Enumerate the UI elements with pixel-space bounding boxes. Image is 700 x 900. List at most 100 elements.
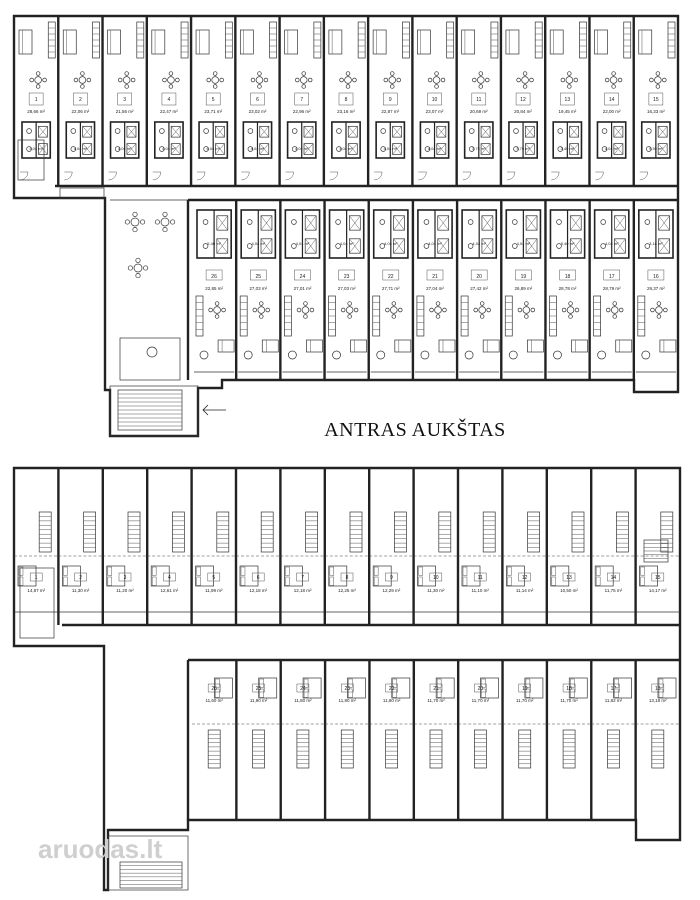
unit-number: 13: [565, 97, 571, 103]
sofa-icon: [239, 29, 254, 55]
kitchen-counter-icon: [593, 295, 601, 337]
unit-label-box: [163, 572, 176, 582]
stairs-icon: [252, 729, 265, 769]
mezzanine-unit: 511,99 m²: [190, 468, 236, 625]
bathroom-area: 5,40 m²: [561, 241, 575, 246]
floor-title: ANTRAS AUKŠTAS: [324, 417, 506, 441]
bathroom-area: 3,75 m²: [516, 146, 530, 151]
apartment-unit: 128,66 m²4,04 m²: [18, 21, 56, 181]
unit-area: 29,37 m²: [647, 286, 665, 291]
bathroom-block: [372, 209, 409, 259]
bed-icon: [258, 677, 278, 699]
shower-icon: [481, 238, 494, 254]
building-outline: [12, 466, 682, 892]
bathroom-area: 4,04 m²: [251, 241, 265, 246]
unit-area: 11,80 m²: [339, 698, 357, 703]
unit-number: 11: [476, 97, 481, 103]
unit-area: 13,18 m²: [649, 698, 667, 703]
unit-area: 23,71 m²: [204, 109, 222, 114]
sofa-icon: [306, 339, 323, 353]
shower-icon: [658, 215, 670, 231]
unit-area: 12,61 m²: [161, 588, 179, 593]
unit-label-box: [117, 92, 132, 106]
sofa-icon: [350, 339, 367, 353]
sofa-icon: [417, 29, 431, 55]
unit-label-box: [518, 572, 531, 582]
unit-label-box: [429, 572, 443, 582]
bathroom-block: [461, 209, 498, 259]
sofa-icon: [328, 29, 343, 55]
unit-label-box: [28, 92, 44, 106]
kitchen-counter-icon: [269, 21, 277, 59]
table-chairs-icon: [649, 71, 667, 89]
table-chairs-icon: [206, 71, 224, 89]
sofa-icon: [18, 29, 33, 55]
unit-number: 10: [433, 575, 439, 581]
unit-label-box: [296, 572, 309, 582]
toilet-icon: [467, 219, 474, 225]
shower-icon: [349, 238, 361, 254]
unit-label-box: [383, 92, 398, 106]
apartment-unit: 922,87 m²4,04 m²: [366, 16, 410, 186]
table-chairs-icon: [472, 71, 490, 89]
shower-icon: [392, 125, 402, 138]
door-icon: [19, 171, 29, 181]
door-icon: [418, 171, 427, 181]
unit-label-box: [651, 572, 665, 582]
apartment-unit: 222,06 m²4,04 m²: [57, 16, 100, 186]
bed-icon: [302, 677, 322, 699]
apartment-unit: 321,56 m²4,04 m²: [101, 16, 145, 186]
unit-label-box: [648, 92, 664, 106]
door-icon: [506, 171, 516, 181]
stairs-icon: [305, 511, 318, 553]
sofa-icon: [107, 29, 121, 55]
sink-icon: [291, 146, 298, 152]
bathroom-block: [109, 121, 140, 159]
bathroom-area: 4,04 m²: [118, 146, 132, 151]
table-chairs-icon: [383, 71, 401, 89]
table-chairs-icon: [127, 257, 149, 279]
unit-area: 11,30 m²: [72, 588, 90, 593]
unit-number: 9: [390, 575, 393, 581]
unit-area: 11,80 m²: [383, 698, 401, 703]
mezzanine-unit: 612,18 m²: [234, 468, 281, 625]
table-chairs-icon: [561, 301, 580, 319]
table-chairs-icon: [517, 301, 536, 319]
shower-icon: [260, 238, 273, 254]
shower-icon: [126, 143, 137, 155]
mezzanine-unit: 4 12,61 m²: [145, 468, 192, 625]
unit-area: 11,30 m²: [427, 588, 445, 593]
armchair-icon: [641, 350, 651, 360]
sofa-icon: [438, 339, 456, 353]
armchair-icon: [464, 350, 474, 360]
staircase-icon: [119, 861, 183, 889]
kitchen-counter-icon: [328, 295, 336, 337]
bed-icon: [524, 677, 544, 699]
shower-icon: [481, 215, 494, 231]
unit-number: 10: [432, 97, 438, 103]
kitchen-counter-icon: [460, 295, 469, 337]
unit-area: 16,33 m²: [647, 109, 665, 114]
unit-label-box: [647, 269, 665, 281]
unit-number: 4: [168, 575, 171, 581]
bed-icon: [195, 565, 214, 587]
bathroom-area: 4,04 m²: [251, 146, 265, 151]
bed-icon: [284, 565, 303, 587]
bed-icon: [480, 677, 499, 699]
table-chairs-icon: [117, 71, 136, 89]
bathroom-block: [549, 209, 586, 259]
unit-area: 11,82 m²: [605, 698, 623, 703]
unit-number: 7: [300, 97, 303, 103]
sink-icon: [246, 243, 253, 249]
building-outline: [12, 14, 680, 438]
kitchen-counter-icon: [313, 21, 322, 59]
shower-icon: [38, 125, 48, 138]
unit-number: 11: [478, 575, 483, 581]
unit-area: 11,70 m²: [560, 698, 578, 703]
table-chairs-icon: [162, 71, 180, 89]
